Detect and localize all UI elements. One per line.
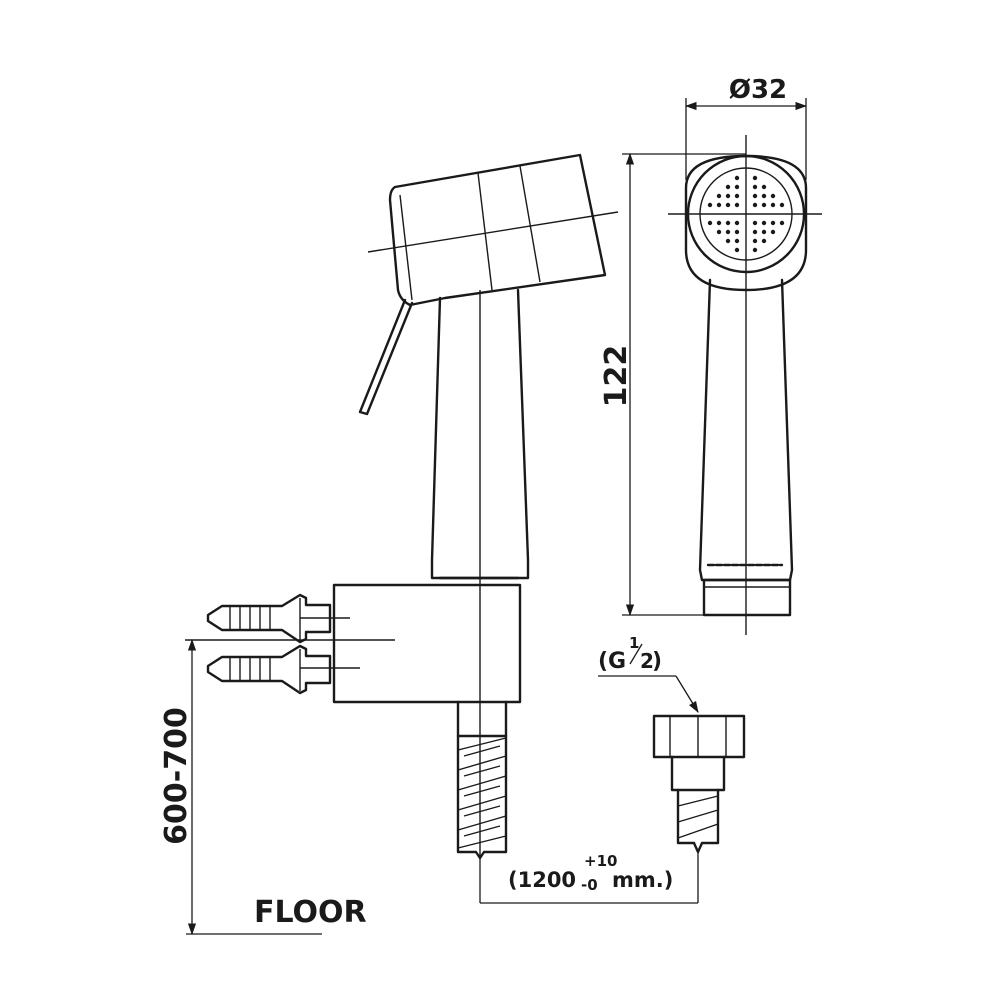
- nozzle-hole: [734, 247, 740, 253]
- nozzle-hole: [752, 238, 758, 244]
- hose-length-dimension: [479, 852, 699, 904]
- hose-nut: [652, 714, 746, 759]
- thread-prefix: (G: [598, 649, 626, 674]
- hose-left-end: [456, 700, 508, 860]
- nozzle-hole: [725, 229, 731, 235]
- nozzle-hole: [707, 202, 713, 208]
- head-horizontal-centerline: [367, 211, 619, 253]
- head-face-line: [399, 194, 413, 301]
- nozzle-hole: [770, 229, 776, 235]
- hose-unit-label: mm.): [612, 868, 673, 892]
- diameter-label: Ø32: [729, 75, 787, 105]
- nozzle-hole: [752, 184, 758, 190]
- thread-suffix: ): [652, 649, 662, 674]
- wall-plug-bottom: [206, 644, 332, 695]
- nozzle-hole: [734, 175, 740, 181]
- height-label: 122: [599, 345, 634, 408]
- nozzle-hole: [779, 202, 785, 208]
- nozzle-holes: [707, 175, 785, 253]
- nozzle-hole: [761, 229, 767, 235]
- nozzle-hole: [716, 229, 722, 235]
- nozzle-hole: [725, 220, 731, 226]
- head-edge-line: [519, 165, 541, 283]
- spray-head-side-view: [358, 153, 619, 860]
- nozzle-hole: [734, 184, 740, 190]
- nozzle-hole: [716, 202, 722, 208]
- nozzle-hole: [761, 193, 767, 199]
- nozzle-hole: [725, 193, 731, 199]
- nozzle-hole: [734, 193, 740, 199]
- floor-label: FLOOR: [254, 895, 367, 930]
- nozzle-hole: [770, 202, 776, 208]
- nozzle-hole: [734, 229, 740, 235]
- spray-head-front-view: [668, 135, 822, 635]
- nozzle-hole: [761, 202, 767, 208]
- nozzle-hole: [752, 247, 758, 253]
- bracket-body: [332, 583, 522, 704]
- nozzle-hole: [752, 229, 758, 235]
- hose-right-end: [652, 714, 746, 854]
- front-collar: [702, 578, 792, 617]
- nozzle-hole: [734, 220, 740, 226]
- nozzle-hole: [761, 220, 767, 226]
- nozzle-hole: [779, 220, 785, 226]
- nozzle-hole: [707, 220, 713, 226]
- nozzle-hole: [770, 220, 776, 226]
- thread-callout: [598, 675, 699, 713]
- nozzle-hole: [725, 202, 731, 208]
- nozzle-hole: [752, 202, 758, 208]
- hose-tolerance-plus: +10: [584, 852, 617, 870]
- nozzle-hole: [752, 220, 758, 226]
- nozzle-hole: [761, 238, 767, 244]
- nozzle-hole: [734, 202, 740, 208]
- nozzle-hole: [716, 193, 722, 199]
- hose-length-label: (1200: [508, 868, 576, 892]
- head-vertical-centerline: [477, 172, 493, 291]
- nozzle-hole: [716, 220, 722, 226]
- height-dimension: [622, 152, 746, 617]
- nozzle-hole: [752, 175, 758, 181]
- wall-plug-top: [206, 593, 332, 644]
- wall-bracket: [185, 583, 522, 704]
- wall-height-label: 600-700: [159, 707, 194, 845]
- trigger-lever: [358, 298, 414, 416]
- thread-denominator: 2: [640, 649, 654, 673]
- nozzle-hole: [752, 193, 758, 199]
- nozzle-hole: [725, 238, 731, 244]
- thread-numerator: 1: [629, 634, 639, 652]
- nozzle-hole: [770, 193, 776, 199]
- diameter-dimension: [684, 98, 808, 180]
- hose-tolerance-minus: -0: [581, 876, 598, 894]
- nozzle-hole: [761, 184, 767, 190]
- wall-height-dimension: [186, 638, 322, 936]
- spray-head-body: [388, 153, 607, 307]
- nozzle-hole: [734, 238, 740, 244]
- nozzle-hole: [725, 184, 731, 190]
